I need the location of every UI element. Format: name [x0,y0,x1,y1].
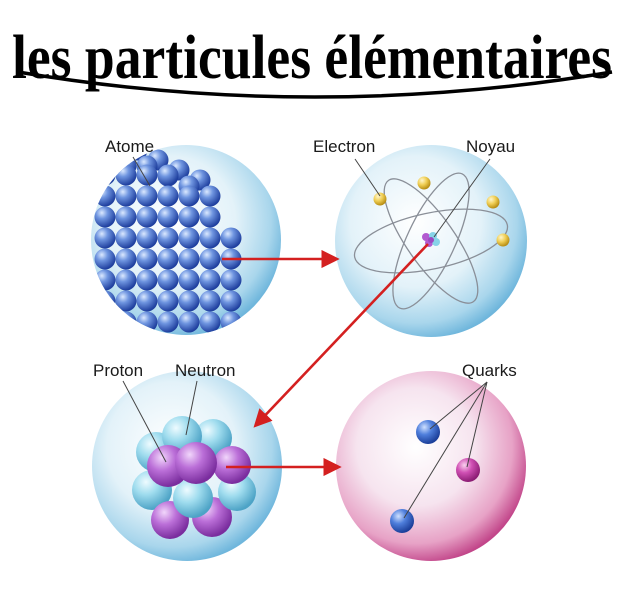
lattice-ball [115,206,137,228]
lattice-ball [157,164,179,186]
lattice-ball [94,164,116,186]
lattice-ball [199,227,221,249]
lattice-ball [220,269,242,291]
electron-ball [496,233,510,247]
lattice-ball [178,248,200,270]
lattice-ball [178,206,200,228]
title-underline-arc [17,70,613,99]
lattice-ball [136,227,158,249]
lattice-ball [136,290,158,312]
lattice-ball [220,227,242,249]
label-noyau: Noyau [466,137,515,156]
label-quarks: Quarks [462,361,517,380]
quark-sphere [336,371,526,561]
lattice-ball [115,227,137,249]
lattice-ball [115,185,137,207]
lattice-ball [115,290,137,312]
lattice-ball [136,185,158,207]
lattice-ball [178,185,200,207]
label-neutron: Neutron [175,361,235,380]
lattice-ball [199,269,221,291]
lattice-ball [115,164,137,186]
electron-ball [373,192,387,206]
lattice-ball [136,269,158,291]
quark-ball [456,458,480,482]
lattice-ball [94,311,116,333]
lattice-ball [157,269,179,291]
lattice-ball [157,185,179,207]
quark-ball [390,509,414,533]
lattice-ball [136,311,158,333]
lattice-ball [157,248,179,270]
lattice-ball [94,206,116,228]
lattice-ball [199,290,221,312]
label-leader-lines [122,156,491,519]
lattice-ball [157,206,179,228]
electron-orbits [353,172,509,310]
lattice-ball [94,269,116,291]
electron-ball [417,176,431,190]
lattice-ball [94,227,116,249]
lattice-ball [199,311,221,333]
lattice-ball [157,311,179,333]
lattice-ball [115,311,137,333]
lattice-ball [136,206,158,228]
lattice-ball [136,164,158,186]
lattice-ball [115,248,137,270]
label-electron: Electron [313,137,375,156]
lattice-ball [199,185,221,207]
lattice-ball [220,311,242,333]
lattice-ball [199,206,221,228]
flow-arrows [222,243,429,477]
lattice-ball [94,248,116,270]
lattice-ball [178,311,200,333]
nucleon-cluster [132,416,256,539]
lattice-ball [94,290,116,312]
label-atome: Atome [105,137,154,156]
lattice-ball [220,290,242,312]
lattice-ball [115,269,137,291]
lattice-ball [157,290,179,312]
lattice-ball [178,269,200,291]
page-title: les particules élémentaires [12,24,612,92]
lattice-ball [94,185,116,207]
arrow-nucleus-to-nucleons [253,243,429,428]
lattice-ball [178,227,200,249]
lattice-ball [157,227,179,249]
lattice-ball [136,248,158,270]
label-proton: Proton [93,361,143,380]
lattice-ball [199,248,221,270]
electron-ball [486,195,500,209]
lattice-ball [178,290,200,312]
